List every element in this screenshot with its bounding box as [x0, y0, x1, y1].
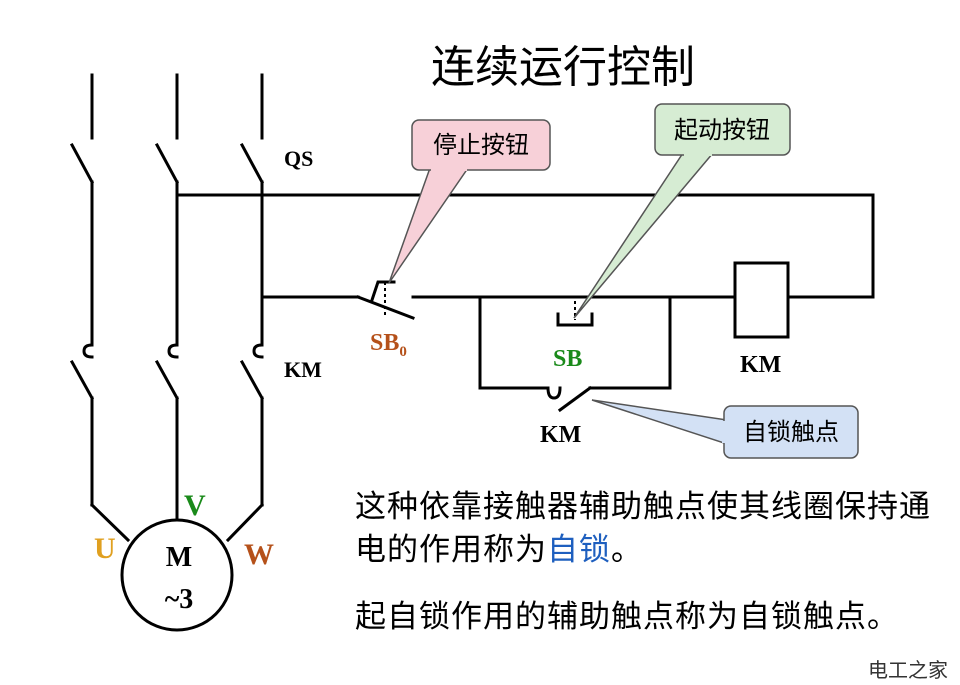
paragraph-self-lock-contact: 起自锁作用的辅助触点称为自锁触点。: [355, 599, 899, 635]
diagram-title: 连续运行控制: [431, 42, 695, 93]
paragraph-1-text: 这种依靠接触器辅助触点使其线圈保持通电的作用称为: [355, 489, 931, 568]
sb-label: SB: [553, 346, 582, 372]
sb0-label: SB0: [370, 330, 407, 360]
w-label: W: [244, 538, 274, 571]
stop-callout: 停止按钮: [388, 119, 551, 284]
u-label: U: [94, 532, 116, 565]
motor-phase-label: ~3: [165, 584, 194, 615]
phase-line-l3: [225, 73, 265, 543]
paragraph-self-lock-definition: 这种依靠接触器辅助触点使其线圈保持通电的作用称为自锁。: [355, 486, 935, 572]
control-circuit: [175, 193, 875, 390]
start-callout-text: 起动按钮: [674, 116, 770, 144]
km-coil: [733, 261, 790, 339]
v-label: V: [184, 489, 206, 522]
km-self-lock-contact: KM: [540, 385, 593, 448]
qs-label: QS: [284, 146, 313, 171]
phase-line-l1: [69, 73, 131, 543]
stop-button-sb0: SB0: [356, 280, 415, 360]
phase-line-l2: [154, 73, 180, 520]
motor: M ~3: [120, 518, 234, 632]
km-main-label: KM: [284, 357, 322, 382]
stop-callout-text: 停止按钮: [433, 131, 529, 159]
self-lock-callout-text: 自锁触点: [743, 418, 839, 446]
paragraph-1-end: 。: [611, 532, 643, 568]
motor-m-label: M: [166, 542, 192, 573]
km-coil-label: KM: [740, 352, 781, 378]
self-lock-callout: 自锁触点: [591, 399, 859, 459]
watermark: 电工之家: [868, 658, 948, 682]
self-lock-highlight: 自锁: [547, 532, 611, 568]
start-callout: 起动按钮: [573, 103, 791, 319]
km-aux-label: KM: [540, 422, 581, 448]
start-button-sb: SB: [553, 295, 600, 372]
